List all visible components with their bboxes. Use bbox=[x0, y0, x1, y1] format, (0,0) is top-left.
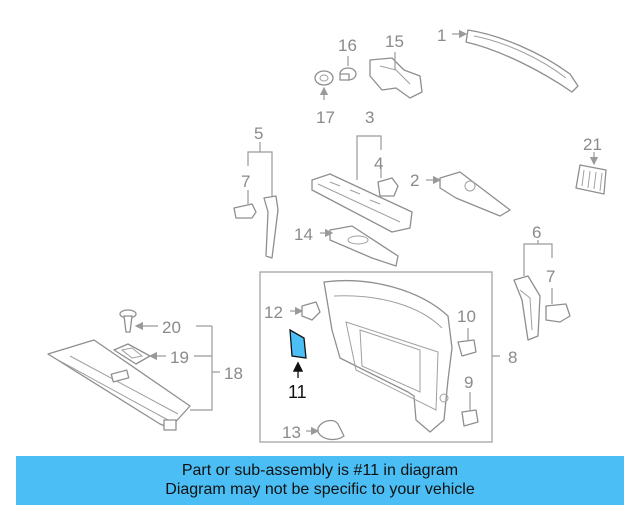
callout-18: 18 bbox=[224, 364, 243, 383]
part-11-shape bbox=[289, 328, 307, 359]
callout-7-left: 7 bbox=[241, 172, 250, 191]
part-2-trim-panel bbox=[426, 171, 511, 217]
part-9-clip bbox=[461, 392, 479, 427]
part-7-left-clip bbox=[233, 190, 257, 219]
part-16-fastener bbox=[339, 56, 357, 81]
part-10-clip bbox=[457, 328, 477, 357]
part-12-clip bbox=[290, 301, 321, 321]
part-20-screw bbox=[119, 309, 158, 333]
callout-8: 8 bbox=[508, 348, 517, 367]
part-6-pillar-trim bbox=[513, 240, 553, 341]
callout-16: 16 bbox=[338, 36, 357, 55]
callout-1: 1 bbox=[437, 26, 446, 45]
part-13-cover bbox=[306, 419, 345, 441]
part-8-group-box bbox=[259, 271, 493, 443]
part-21-vent bbox=[575, 152, 607, 195]
callout-7-right: 7 bbox=[546, 267, 555, 286]
callout-9: 9 bbox=[464, 373, 473, 392]
part-7-right-clip bbox=[545, 288, 571, 323]
callout-13: 13 bbox=[282, 423, 301, 442]
callout-12: 12 bbox=[264, 303, 283, 322]
part-4-clip bbox=[377, 165, 399, 197]
part-15-bracket bbox=[369, 52, 423, 99]
callout-3: 3 bbox=[365, 108, 374, 127]
callout-19: 19 bbox=[170, 348, 189, 367]
callout-20: 20 bbox=[162, 318, 181, 337]
part-18-tonneau-cover bbox=[47, 325, 220, 431]
callout-5: 5 bbox=[254, 124, 263, 143]
part-14-handle-trim bbox=[320, 225, 399, 267]
callout-15: 15 bbox=[385, 32, 404, 51]
callout-11: 11 bbox=[288, 382, 307, 402]
part-19-handle bbox=[113, 343, 166, 365]
part-1-trim-strip bbox=[452, 29, 579, 93]
banner-line-1: Part or sub-assembly is #11 in diagram bbox=[181, 462, 459, 479]
parts-diagram: 1 15 16 17 3 4 2 2 bbox=[47, 26, 607, 443]
info-banner: Part or sub-assembly is #11 in diagram D… bbox=[16, 456, 624, 505]
part-11-highlighted bbox=[289, 328, 307, 378]
callout-2: 2 bbox=[410, 171, 419, 190]
callout-6: 6 bbox=[532, 223, 541, 242]
part-3-sill-trim bbox=[311, 135, 413, 233]
callout-14: 14 bbox=[294, 225, 313, 244]
part-5-pillar-trim bbox=[247, 142, 279, 259]
banner-line-2: Diagram may not be specific to your vehi… bbox=[165, 481, 475, 498]
part-8-liftgate-panel bbox=[323, 279, 453, 433]
callout-4: 4 bbox=[374, 154, 383, 173]
callout-21: 21 bbox=[583, 135, 602, 154]
part-17-clip bbox=[314, 70, 334, 100]
callout-10: 10 bbox=[457, 307, 476, 326]
callout-17: 17 bbox=[316, 108, 335, 127]
